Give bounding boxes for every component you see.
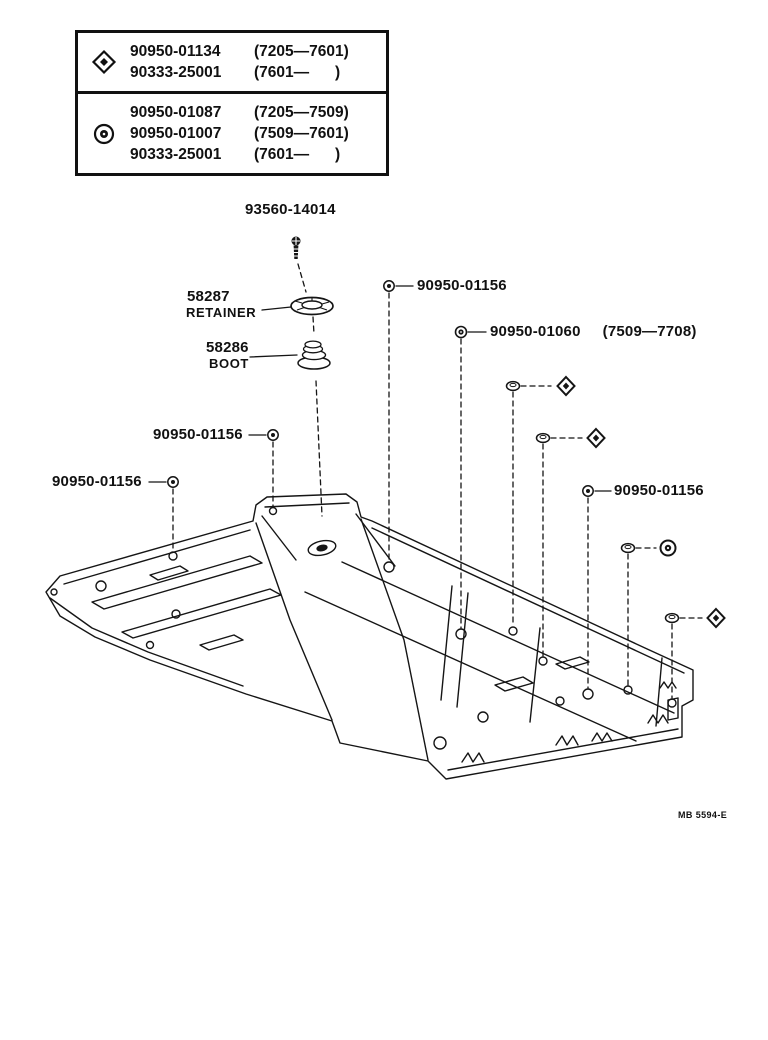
legend-row-grommet: 90950-01087 (7205—7509) 90950-01007 (750…	[78, 91, 386, 173]
plug-clip-icon	[167, 476, 179, 488]
callout-plug-top: 90950-01156	[417, 277, 507, 294]
date-range: (7509—7708)	[602, 323, 697, 340]
plug-cap-icon	[620, 542, 636, 554]
part-number: 90950-01087	[130, 104, 222, 121]
fastener-legend-table: 90950-01134 (7205—7601) 90333-25001 (760…	[75, 30, 389, 176]
screw-icon	[291, 236, 301, 259]
diamond-nut-icon	[78, 49, 130, 75]
diamond-nut-icon	[706, 607, 726, 629]
callout-screw-part: 93560-14014	[245, 201, 336, 218]
callout-retainer-part: 58287	[187, 288, 230, 305]
callout-plug-dated: 90950-01060 (7509—7708)	[490, 323, 697, 341]
plug-cap-icon	[664, 612, 680, 624]
diamond-nut-icon	[586, 427, 606, 449]
legend-entry: 90950-01134 (7205—7601)	[130, 41, 380, 62]
grommet-icon	[78, 121, 130, 147]
part-number: 90950-01007	[130, 125, 222, 142]
part-number: 90333-25001	[130, 64, 222, 81]
callout-plug-left-lower: 90950-01156	[52, 473, 142, 490]
callout-plug-left-upper: 90950-01156	[153, 426, 243, 443]
leader-lines	[148, 263, 703, 699]
grommet-plug-icon	[454, 325, 468, 339]
part-number: 90333-25001	[130, 146, 222, 163]
plug-cap-icon	[505, 380, 521, 392]
legend-entry: 90333-25001 (7601— )	[130, 144, 380, 165]
date-range: (7205—7509)	[254, 104, 349, 121]
diamond-nut-icon	[556, 375, 576, 397]
plug-cap-icon	[535, 432, 551, 444]
legend-entry: 90333-25001 (7601— )	[130, 62, 380, 83]
legend-row-diamond-nut: 90950-01134 (7205—7601) 90333-25001 (760…	[78, 33, 386, 91]
legend-entry: 90950-01007 (7509—7601)	[130, 123, 380, 144]
retainer-ring-icon	[290, 296, 334, 316]
part-number: 90950-01134	[130, 43, 221, 60]
date-range: (7601— )	[254, 64, 341, 81]
grommet-icon	[659, 539, 677, 557]
callout-boot-part: 58286	[206, 339, 249, 356]
date-range: (7509—7601)	[254, 125, 349, 142]
plug-clip-icon	[267, 429, 279, 441]
callout-retainer-name: RETAINER	[186, 305, 257, 320]
floor-pan-drawing	[45, 493, 694, 780]
drawing-code: MB 5594-E	[678, 810, 728, 820]
legend-entry: 90950-01087 (7205—7509)	[130, 102, 380, 123]
part-number: 90950-01060	[490, 323, 581, 340]
shift-boot-icon	[297, 340, 331, 370]
callout-plug-right: 90950-01156	[614, 482, 704, 499]
callout-boot-name: BOOT	[209, 356, 249, 371]
plug-clip-icon	[582, 485, 594, 497]
date-range: (7601— )	[254, 146, 341, 163]
date-range: (7205—7601)	[254, 43, 349, 60]
plug-clip-icon	[383, 280, 395, 292]
